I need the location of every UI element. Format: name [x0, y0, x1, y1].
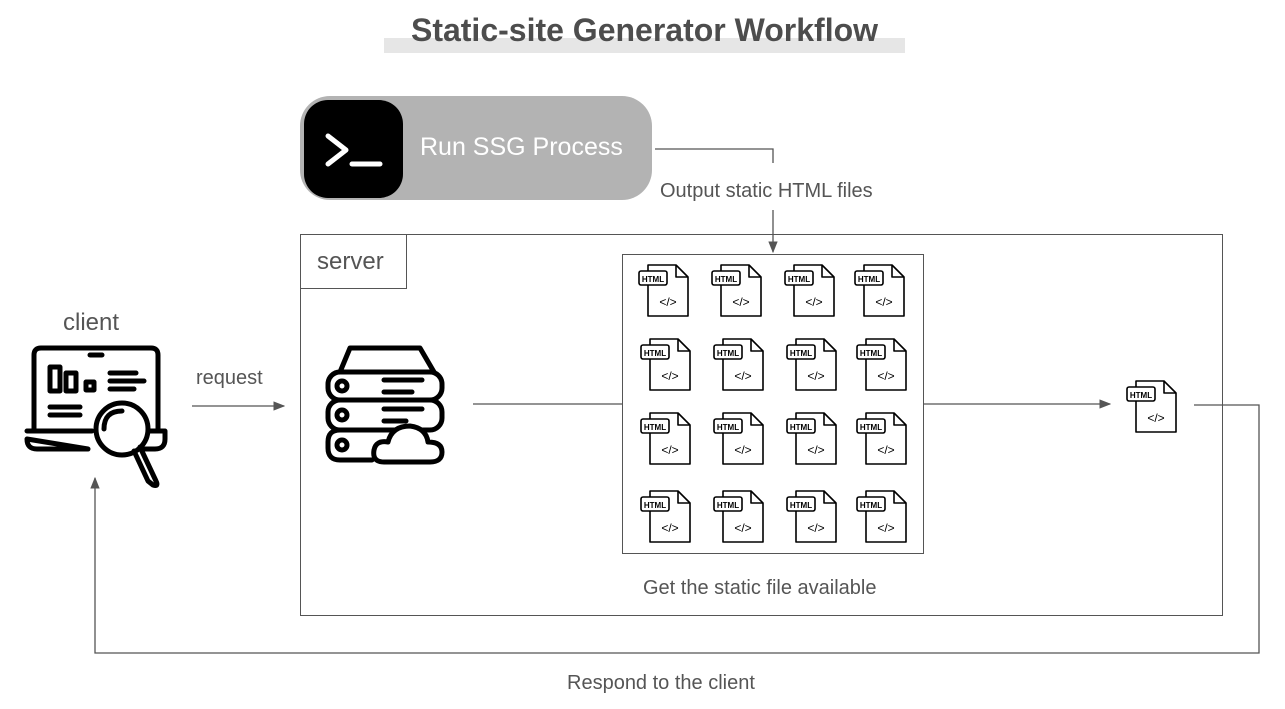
html-file-icon: HTML </> — [709, 262, 765, 322]
svg-text:HTML: HTML — [860, 349, 882, 358]
svg-text:HTML: HTML — [715, 275, 737, 284]
client-label: client — [63, 309, 120, 336]
svg-text:HTML: HTML — [717, 501, 739, 510]
svg-text:HTML: HTML — [717, 349, 739, 358]
svg-text:</>: </> — [807, 443, 824, 457]
html-file-icon: HTML </> — [854, 336, 910, 396]
svg-text:</>: </> — [877, 369, 894, 383]
html-file-icon: HTML </> — [852, 262, 908, 322]
html-file-icon: HTML </> — [711, 336, 767, 396]
request-label: request — [196, 367, 263, 389]
svg-text:</>: </> — [875, 295, 892, 309]
svg-text:HTML: HTML — [858, 275, 880, 284]
html-file-icon: HTML </> — [1124, 378, 1180, 436]
html-file-icon: HTML </> — [854, 410, 910, 470]
svg-text:HTML: HTML — [790, 423, 812, 432]
svg-text:HTML: HTML — [1130, 391, 1152, 400]
svg-text:HTML: HTML — [644, 501, 666, 510]
svg-text:</>: </> — [734, 521, 751, 535]
svg-text:HTML: HTML — [860, 501, 882, 510]
svg-text:HTML: HTML — [790, 349, 812, 358]
html-file-icon: HTML </> — [784, 410, 840, 470]
svg-text:</>: </> — [805, 295, 822, 309]
server-cloud-icon — [322, 344, 448, 468]
respond-arrow — [90, 404, 1260, 654]
svg-text:</>: </> — [734, 369, 751, 383]
svg-text:</>: </> — [807, 369, 824, 383]
server-container — [300, 234, 1223, 616]
html-file-icon: HTML </> — [784, 336, 840, 396]
svg-text:</>: </> — [661, 443, 678, 457]
html-file-icon: HTML </> — [711, 410, 767, 470]
svg-text:HTML: HTML — [642, 275, 664, 284]
svg-text:HTML: HTML — [790, 501, 812, 510]
title-highlight — [384, 38, 905, 53]
output-label: Output static HTML files — [660, 180, 873, 202]
svg-text:</>: </> — [734, 443, 751, 457]
html-file-icon: HTML </> — [782, 262, 838, 322]
server-tab — [300, 234, 407, 289]
svg-text:</>: </> — [661, 521, 678, 535]
laptop-analytics-search-icon — [24, 345, 170, 489]
terminal-icon — [304, 100, 403, 198]
html-file-icon: HTML </> — [854, 488, 910, 548]
html-file-icon: HTML </> — [784, 488, 840, 548]
svg-text:HTML: HTML — [644, 349, 666, 358]
svg-text:</>: </> — [807, 521, 824, 535]
svg-text:</>: </> — [1147, 411, 1164, 425]
svg-text:HTML: HTML — [788, 275, 810, 284]
ssg-process-label: Run SSG Process — [420, 133, 623, 161]
server-label: server — [317, 248, 384, 275]
svg-text:</>: </> — [661, 369, 678, 383]
svg-text:</>: </> — [659, 295, 676, 309]
svg-text:</>: </> — [732, 295, 749, 309]
svg-text:HTML: HTML — [717, 423, 739, 432]
output-connector-top — [655, 148, 774, 163]
diagram-title: Static-site Generator Workflow — [410, 12, 879, 48]
html-file-icon: HTML </> — [636, 262, 692, 322]
respond-label: Respond to the client — [567, 672, 755, 694]
html-file-icon: HTML </> — [638, 336, 694, 396]
html-file-icon: HTML </> — [638, 410, 694, 470]
html-file-icon: HTML </> — [638, 488, 694, 548]
svg-text:</>: </> — [877, 443, 894, 457]
html-file-icon: HTML </> — [711, 488, 767, 548]
get-file-label: Get the static file available — [643, 577, 877, 599]
svg-text:HTML: HTML — [860, 423, 882, 432]
svg-text:HTML: HTML — [644, 423, 666, 432]
svg-text:</>: </> — [877, 521, 894, 535]
